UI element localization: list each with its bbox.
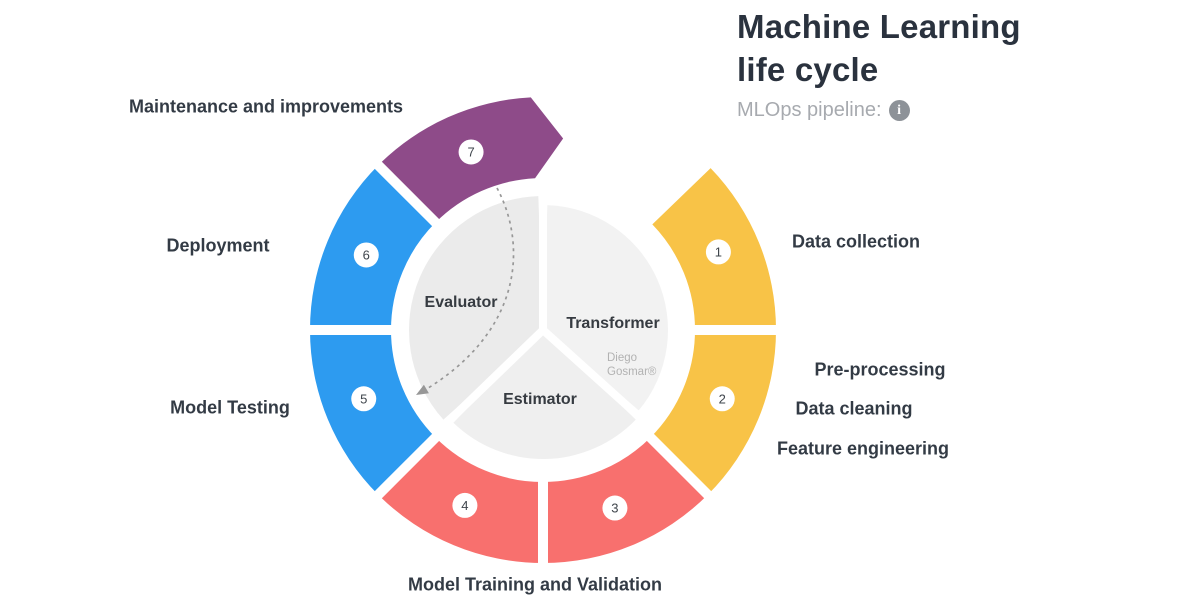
title-line-1: Machine Learning — [737, 8, 1021, 45]
watermark-line-2: Gosmar® — [607, 366, 657, 378]
inner-sector-transformer — [543, 205, 669, 411]
label-pre-processing: Pre-processing — [814, 359, 946, 380]
segment-number-5: 5 — [360, 391, 367, 406]
ring-segment-3 — [543, 437, 708, 563]
cycle-arrow — [419, 187, 515, 394]
segment-number-3: 3 — [611, 501, 618, 516]
segment-number-badge-3 — [602, 495, 628, 521]
label-data-collection: Data collection — [791, 231, 921, 252]
inner-sector-evaluator — [409, 196, 543, 420]
segment-number-2: 2 — [719, 391, 726, 406]
inner-divider — [540, 327, 650, 427]
segment-number-1: 1 — [715, 244, 722, 259]
segment-number-badge-7 — [458, 139, 484, 165]
label-deployment: Deployment — [166, 235, 270, 256]
label-evaluator: Evaluator — [424, 294, 498, 311]
segment-number-badge-5 — [351, 386, 377, 412]
segment-number-badge-6 — [353, 242, 379, 268]
watermark-line-1: Diego — [607, 352, 638, 364]
label-data-cleaning: Data cleaning — [795, 398, 913, 419]
segment-number-4: 4 — [461, 498, 468, 513]
segment-number-badge-2 — [709, 386, 735, 412]
segment-number-7: 7 — [467, 144, 474, 159]
segment-divider — [370, 157, 444, 231]
segment-divider — [370, 429, 444, 503]
watermark: Diego Gosmar® — [607, 351, 656, 379]
label-feature-engineering: Feature engineering — [776, 438, 950, 459]
label-transformer: Transformer — [566, 315, 660, 332]
page-title: Machine Learning life cycle — [737, 5, 1021, 91]
subtitle-text: MLOps pipeline: — [737, 99, 882, 121]
label-estimator: Estimator — [503, 391, 577, 408]
segment-number-badge-4 — [452, 492, 478, 518]
segment-number-badge-1 — [705, 239, 731, 265]
info-icon[interactable]: i — [888, 100, 910, 121]
inner-sector-estimator — [453, 330, 636, 460]
segment-divider — [642, 429, 716, 503]
label-model-testing: Model Testing — [170, 397, 290, 418]
cycle-arrow-head-icon — [416, 384, 429, 395]
ring-segment-2 — [650, 330, 776, 495]
ring-segment-5 — [310, 330, 436, 495]
segment-number-6: 6 — [363, 247, 370, 262]
title-line-2: life cycle — [737, 51, 879, 88]
label-maintenance-and-improvements: Maintenance and improvements — [128, 96, 404, 117]
label-model-training-and-validation: Model Training and Validation — [407, 574, 663, 595]
subtitle-row: MLOps pipeline: i — [737, 99, 910, 122]
inner-divider — [439, 327, 546, 431]
